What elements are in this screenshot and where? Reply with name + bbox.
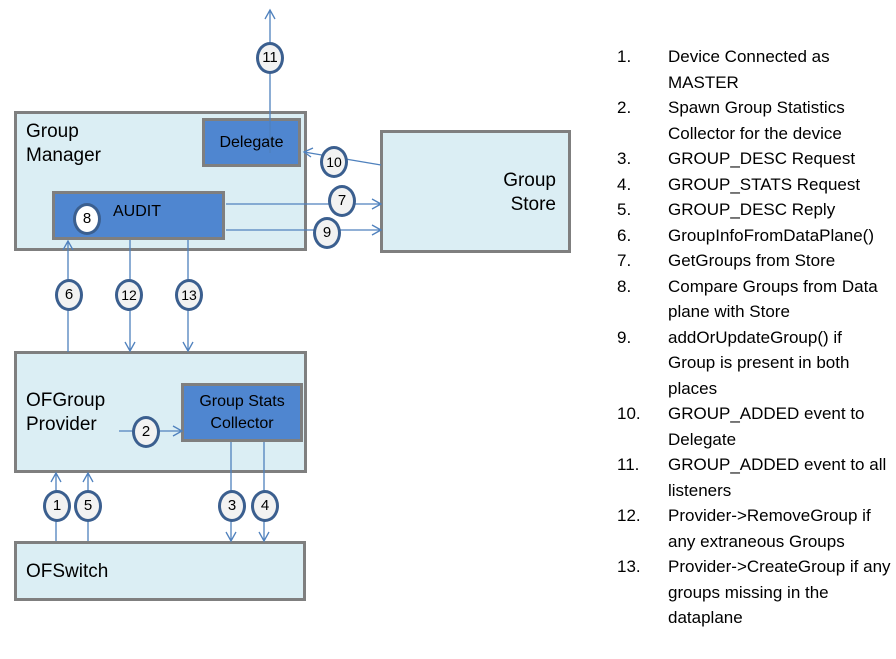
arrowhead-3 bbox=[225, 531, 237, 543]
step-number: 2. bbox=[617, 98, 632, 117]
step-item: 2. Spawn Group Statistics Collector for t… bbox=[617, 95, 892, 146]
group-manager-label: Group Manager bbox=[26, 120, 101, 168]
step-badge-12: 12 bbox=[115, 279, 143, 311]
step-number: 10. bbox=[617, 404, 641, 423]
step-number: 8. bbox=[617, 276, 632, 296]
step-text: Spawn Group Statistics Collector for the… bbox=[668, 98, 845, 143]
arrowhead-1 bbox=[50, 471, 62, 483]
step-item: 10. GROUP_ADDED event to Delegate bbox=[617, 401, 892, 452]
step-number: 12. bbox=[617, 506, 641, 525]
step-text: Provider->CreateGroup if any groups miss… bbox=[668, 557, 891, 627]
step-text: GetGroups from Store bbox=[668, 251, 836, 270]
arrowhead-5 bbox=[82, 471, 94, 483]
step-item: 12. Provider->RemoveGroup if any extraneo… bbox=[617, 503, 892, 554]
step-badge-11: 11 bbox=[256, 42, 284, 74]
group-stats-collector-box: Group Stats Collector bbox=[181, 383, 303, 442]
step-badge-9: 9 bbox=[313, 217, 341, 249]
step-badge-5: 5 bbox=[74, 490, 102, 522]
group-store-label-line1: Group bbox=[503, 170, 556, 191]
group-store-label-line2: Store bbox=[510, 194, 556, 215]
step-text: Provider->RemoveGroup if any extraneous … bbox=[668, 506, 871, 551]
step-number: 7. bbox=[617, 251, 632, 270]
step-badge-8: 8 bbox=[73, 203, 101, 235]
audit-label: AUDIT bbox=[113, 203, 161, 220]
step-text: GroupInfoFromDataPlane() bbox=[668, 225, 874, 245]
ofswitch-box: OFSwitch bbox=[14, 541, 306, 601]
step-item: 7. GetGroups from Store bbox=[617, 248, 892, 274]
ofgroup-provider-label-line1: OFGroup bbox=[26, 390, 106, 411]
arrowhead-10 bbox=[302, 147, 314, 158]
step-text: Compare Groups from Data plane with Stor… bbox=[668, 276, 878, 322]
arrowhead-9 bbox=[371, 224, 383, 236]
arrowhead-13 bbox=[182, 341, 194, 353]
step-badge-7: 7 bbox=[328, 185, 356, 217]
step-text: Device Connected as MASTER bbox=[668, 47, 830, 92]
group-stats-collector-label: Group Stats Collector bbox=[184, 391, 300, 435]
step-item: 9. addOrUpdateGroup() if Group is present… bbox=[617, 325, 892, 402]
step-number: 4. bbox=[617, 174, 632, 194]
step-text: GROUP_DESC Request bbox=[668, 149, 856, 168]
step-text: addOrUpdateGroup() if Group is present i… bbox=[668, 327, 850, 398]
step-badge-10: 10 bbox=[320, 146, 348, 178]
step-item: 8. Compare Groups from Data plane with St… bbox=[617, 274, 892, 325]
step-text: GROUP_DESC Reply bbox=[668, 200, 836, 219]
step-text: GROUP_STATS Request bbox=[668, 174, 861, 194]
step-number: 9. bbox=[617, 327, 632, 347]
ofswitch-label: OFSwitch bbox=[26, 561, 109, 582]
step-badge-13: 13 bbox=[175, 279, 203, 311]
step-item: 3. GROUP_DESC Request bbox=[617, 146, 892, 172]
step-badge-1: 1 bbox=[43, 490, 71, 522]
step-badge-6: 6 bbox=[55, 279, 83, 311]
step-number: 11. bbox=[617, 455, 640, 474]
group-manager-label-line2: Manager bbox=[26, 145, 101, 166]
arrowhead-12 bbox=[124, 341, 136, 353]
arrowhead-11 bbox=[264, 8, 276, 20]
delegate-label: Delegate bbox=[219, 134, 284, 151]
step-number: 13. bbox=[617, 557, 641, 576]
step-badge-4: 4 bbox=[251, 490, 279, 522]
step-number: 3. bbox=[617, 149, 632, 168]
step-item: 5. GROUP_DESC Reply bbox=[617, 197, 892, 223]
delegate-box: Delegate bbox=[202, 118, 301, 167]
step-item: 13. Provider->CreateGroup if any groups m… bbox=[617, 554, 892, 631]
step-item: 11. GROUP_ADDED event to all listeners bbox=[617, 452, 892, 503]
group-store-box: Group Store bbox=[380, 130, 571, 253]
group-stats-collector-label-line2: Collector bbox=[210, 415, 274, 432]
step-text: GROUP_ADDED event to all listeners bbox=[668, 455, 887, 500]
group-store-label: Group Store bbox=[503, 169, 556, 217]
step-number: 6. bbox=[617, 225, 632, 245]
ofgroup-provider-label-line2: Provider bbox=[26, 414, 97, 435]
arrowhead-7 bbox=[371, 198, 383, 210]
step-badge-3: 3 bbox=[218, 490, 246, 522]
step-text: GROUP_ADDED event to Delegate bbox=[668, 404, 865, 449]
step-item: 4. GROUP_STATS Request bbox=[617, 172, 892, 198]
step-number: 5. bbox=[617, 200, 632, 219]
arrowhead-2 bbox=[172, 425, 184, 437]
step-item: 1. Device Connected as MASTER bbox=[617, 44, 892, 95]
arrowhead-4 bbox=[258, 531, 270, 543]
step-number: 1. bbox=[617, 47, 632, 66]
group-manager-label-line1: Group bbox=[26, 121, 79, 142]
arrowhead-6 bbox=[62, 239, 74, 251]
ofgroup-provider-label: OFGroup Provider bbox=[26, 389, 105, 437]
step-badge-2: 2 bbox=[132, 416, 160, 448]
steps-list: 1. Device Connected as MASTER 2. Spawn Gro… bbox=[617, 44, 892, 631]
step-item: 6. GroupInfoFromDataPlane() bbox=[617, 223, 892, 249]
group-stats-collector-label-line1: Group Stats bbox=[199, 393, 285, 410]
